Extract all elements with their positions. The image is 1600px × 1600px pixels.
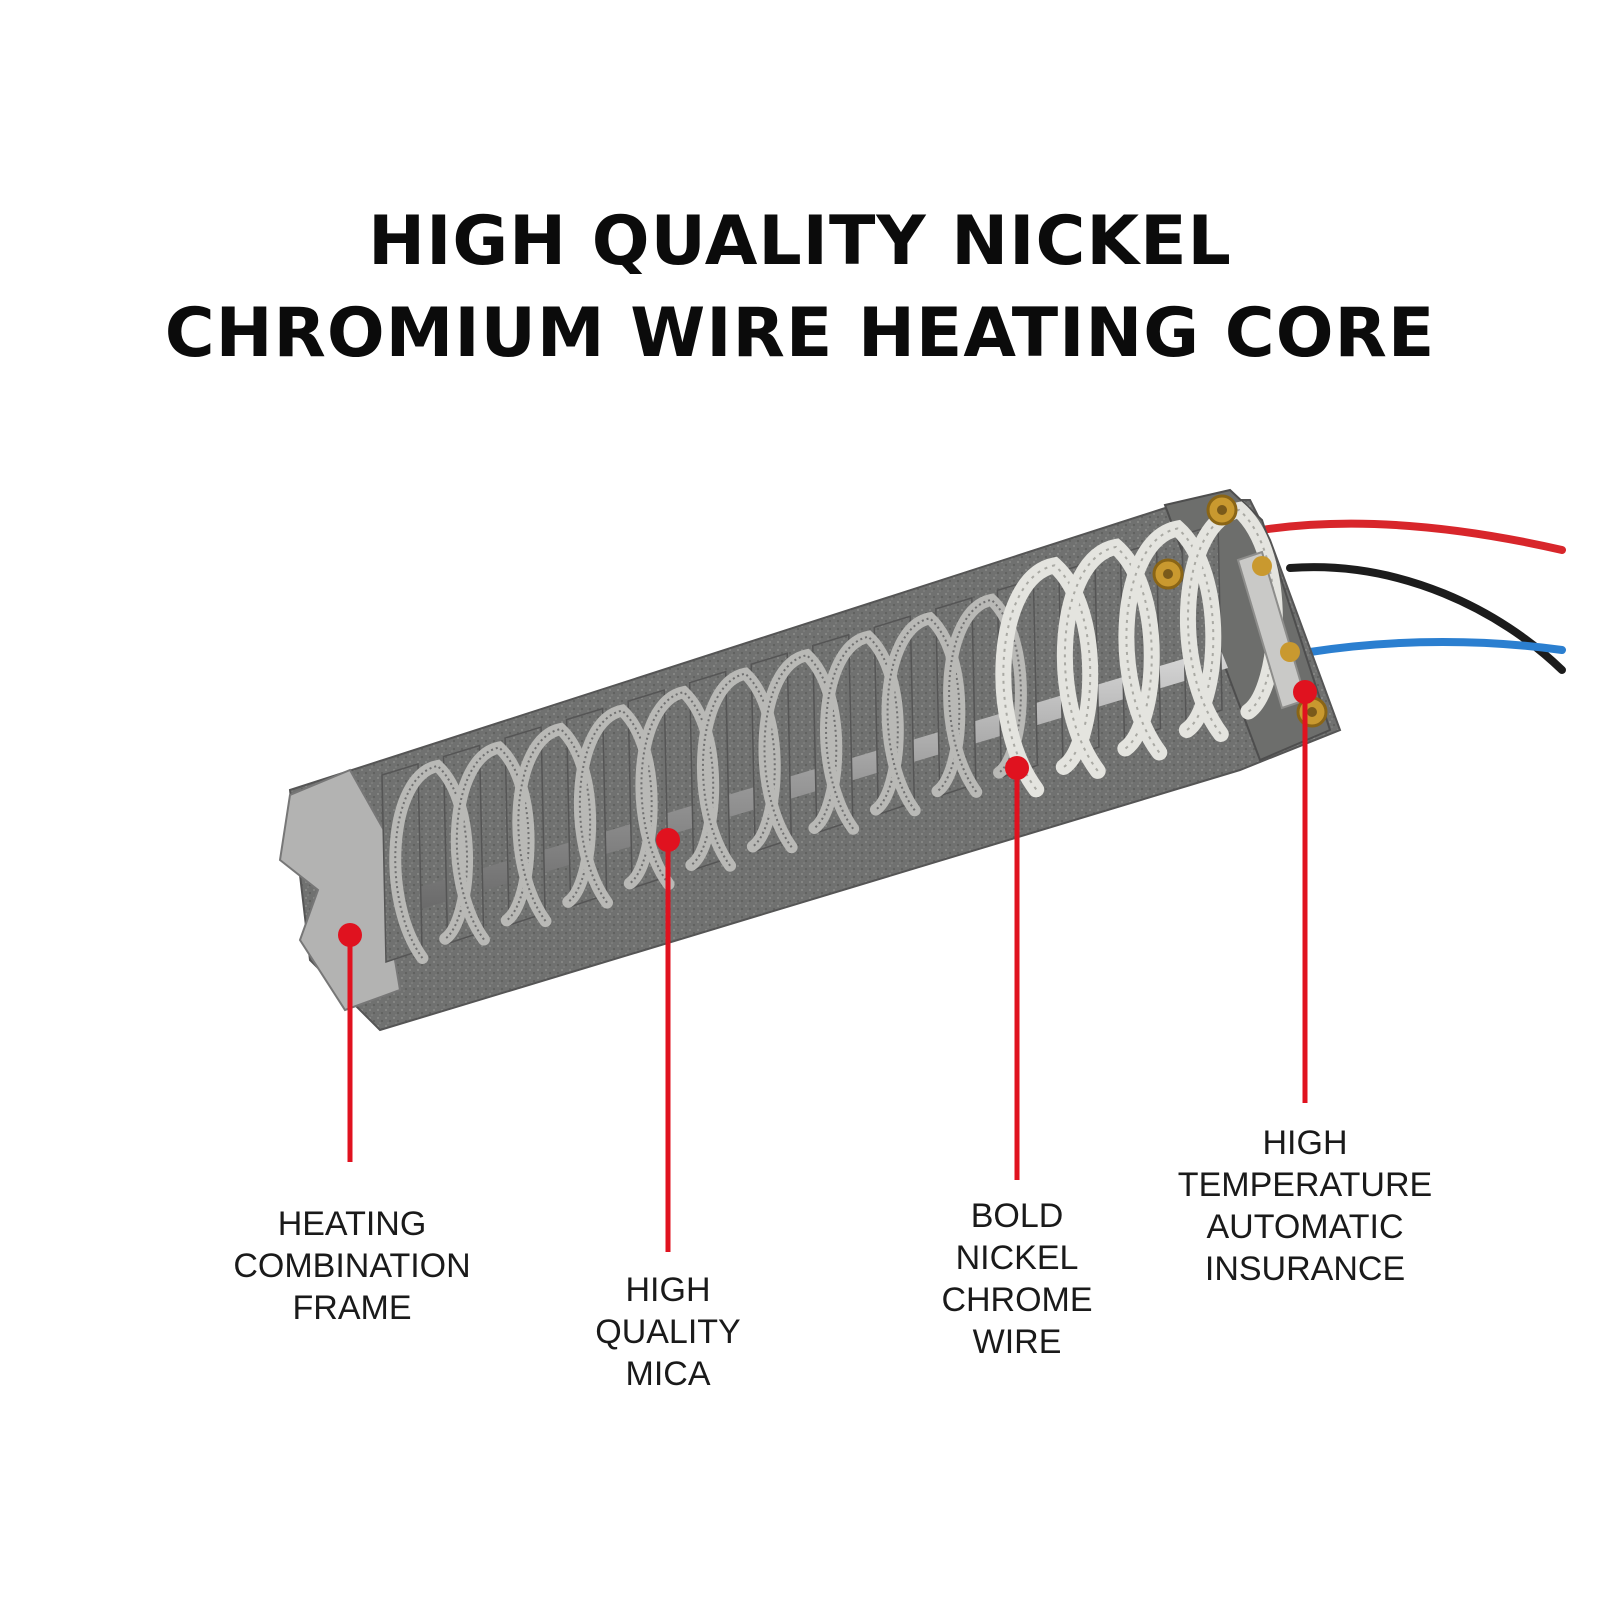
red-lead-wire bbox=[1234, 519, 1566, 554]
label-heating-combination-frame: HEATING COMBINATION FRAME bbox=[233, 1205, 471, 1327]
ceramic-coil bbox=[1056, 538, 1160, 779]
label-high-temperature-automatic-insurance: HIGH TEMPERATURE AUTOMATIC INSURANCE bbox=[1177, 1124, 1433, 1288]
end-frame bbox=[278, 768, 402, 1012]
ceramic-coil bbox=[1118, 519, 1222, 761]
callout-mica bbox=[656, 828, 680, 1252]
blue-lead-wire bbox=[1306, 638, 1566, 656]
ceramic-coil bbox=[995, 556, 1099, 798]
black-lead-wire bbox=[1286, 563, 1566, 674]
title-line-1: HIGH QUALITY NICKEL bbox=[368, 202, 1232, 281]
callout-frame bbox=[338, 923, 362, 1162]
page-title: HIGH QUALITY NICKEL CHROMIUM WIRE HEATIN… bbox=[0, 196, 1600, 380]
label-bold-nickel-chrome-wire: BOLD NICKEL CHROME WIRE bbox=[941, 1197, 1093, 1361]
title-line-2: CHROMIUM WIRE HEATING CORE bbox=[164, 294, 1436, 373]
label-high-quality-mica: HIGH QUALITY MICA bbox=[595, 1271, 741, 1393]
terminal-screws bbox=[1152, 494, 1328, 728]
callout-wire bbox=[1005, 756, 1029, 1180]
callout-insurance bbox=[1293, 680, 1317, 1103]
